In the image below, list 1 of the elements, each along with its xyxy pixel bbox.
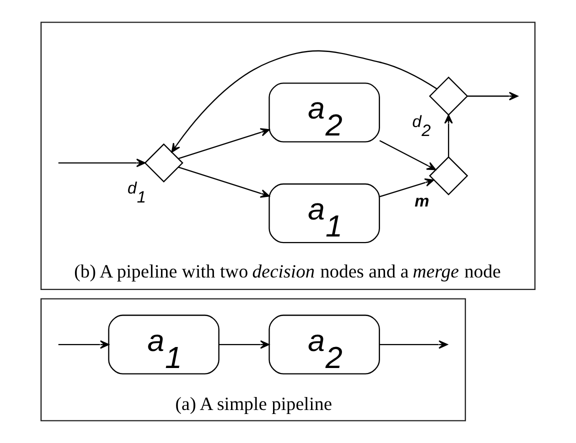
node-label: m bbox=[414, 192, 430, 210]
